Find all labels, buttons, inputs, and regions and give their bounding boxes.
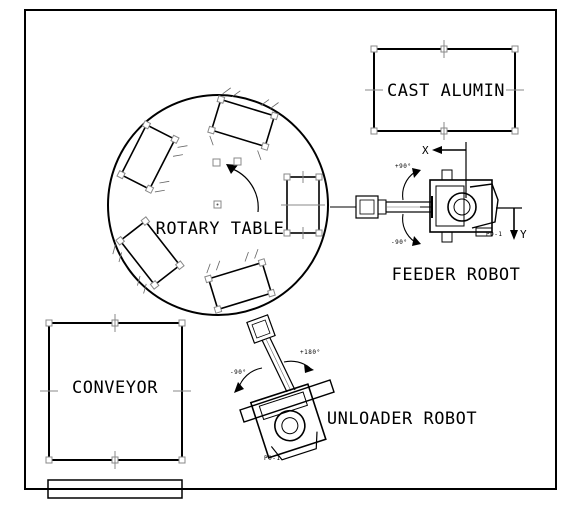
cast-alumin-grips (365, 40, 524, 140)
feeder-rotation-arrow-up (402, 171, 416, 201)
unloader-rail (239, 379, 335, 423)
unloader-rotation-neg-label: -90° (230, 369, 246, 376)
feeder-gripper (355, 195, 387, 219)
cast-alumin-station[interactable]: CAST ALUMIN (365, 40, 524, 140)
fixture-lower-left[interactable] (107, 216, 185, 296)
unloader-robot[interactable]: +180° -90° P0-1 UNLOADER ROBOT (230, 314, 477, 464)
unloader-robot-base (249, 383, 327, 461)
unloader-ref-label: P0-1 (264, 455, 280, 462)
cell-boundary (24, 9, 557, 490)
conveyor[interactable]: CONVEYOR (40, 314, 191, 469)
rotary-table-label: ROTARY TABLE (156, 219, 285, 239)
feeder-rotation-pos-label: +90° (395, 163, 411, 170)
feeder-robot-base (420, 169, 499, 243)
fixture-upper-left[interactable] (116, 120, 189, 198)
feeder-rotation-arrow-down (402, 213, 416, 243)
fixture-right[interactable] (281, 171, 325, 239)
unloader-rotation-pos-label: +180° (300, 349, 321, 356)
y-axis-label: Y (520, 228, 527, 241)
conveyor-label: CONVEYOR (72, 378, 158, 398)
conveyor-grips (40, 314, 191, 469)
fixture-top[interactable] (205, 85, 282, 161)
fixture-bottom[interactable] (202, 248, 276, 314)
rotary-table[interactable]: ROTARY TABLE (107, 85, 329, 316)
feeder-robot-label: FEEDER ROBOT (392, 265, 521, 285)
feeder-robot[interactable]: +90° -90° P0-1 X Y FEEDER ROBOT (330, 142, 527, 285)
unloader-robot-label: UNLOADER ROBOT (327, 409, 477, 429)
bottom-strip (47, 479, 183, 499)
unloader-gripper (246, 314, 276, 344)
feeder-rotation-neg-label: -90° (391, 239, 407, 246)
x-axis-label: X (422, 144, 429, 157)
rotation-arrow (229, 167, 259, 213)
cast-alumin-label: CAST ALUMIN (387, 81, 505, 101)
feeder-ref-label: P0-1 (486, 231, 502, 238)
